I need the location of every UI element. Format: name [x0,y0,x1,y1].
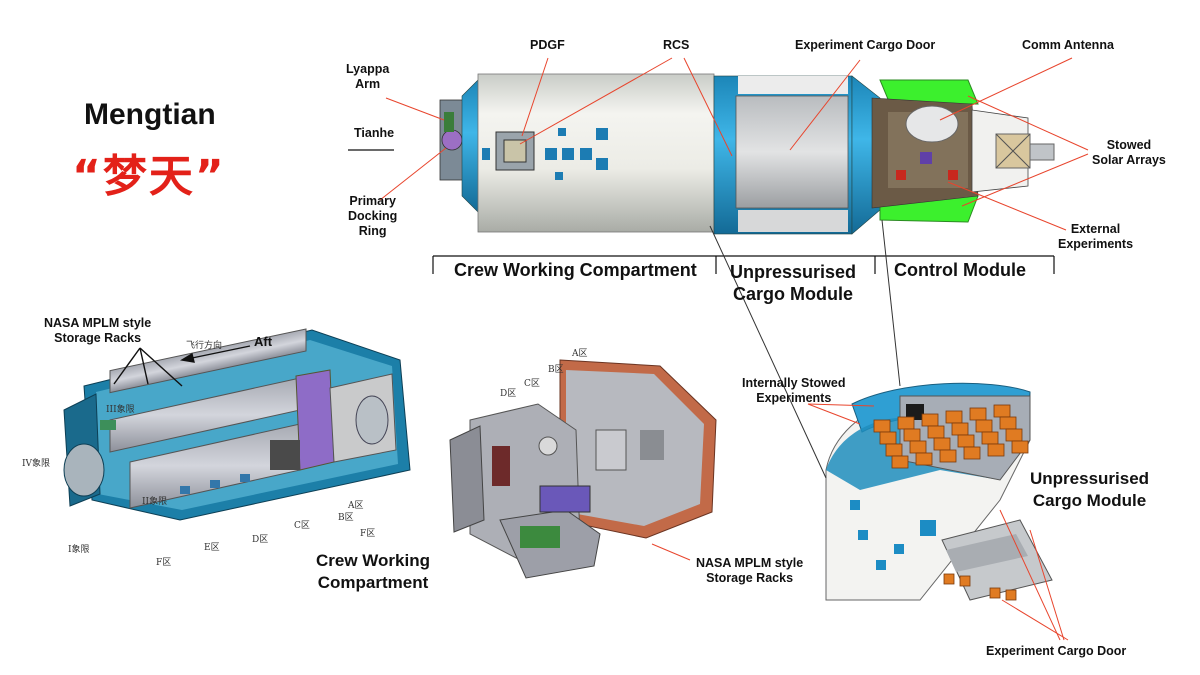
label-quadrant-i: I象限 [68,545,90,555]
experiment-box [921,413,939,427]
label-zone-a-left: A区 [348,501,364,511]
section-crew-working: Crew Working Compartment [454,260,697,280]
experiment-box [897,416,915,430]
cargo-closeup [825,382,1053,601]
label-lyappa-arm: Lyappa Arm [346,62,390,91]
label-tianhe: Tianhe [354,126,395,140]
label-comm-antenna: Comm Antenna [1022,38,1114,52]
experiment-box [963,446,981,460]
label-quadrant-ii: II象限 [142,497,168,507]
label-zone-a-mid: A区 [572,349,588,359]
caption-unpressurised: Unpressurised Cargo Module [1030,469,1150,510]
experiment-box [933,437,951,451]
caption-crew-working: Crew Working Compartment [316,551,430,592]
label-left-racks: NASA MPLM style Storage Racks [44,316,152,345]
experiment-box [987,443,1005,457]
door-legs [943,573,1017,601]
label-quadrant-iii: III象限 [106,405,135,415]
experiment-box [969,407,987,421]
left-arrows [113,345,251,387]
label-aft: Aft [254,334,273,349]
experiment-box [1011,440,1029,454]
experiment-box [879,431,897,445]
label-primary-docking-ring: Primary Docking Ring [348,194,398,238]
experiment-box [939,449,957,463]
experiment-box [903,428,921,442]
label-zone-f-left: F区 [156,558,172,568]
experiment-box [945,410,963,424]
label-zone-b-mid: B区 [548,365,564,375]
middle-leader-lines [651,543,691,561]
exploded-compartment [449,359,717,579]
label-zone-c-mid: C区 [524,379,540,389]
experiment-box [891,455,909,469]
experiment-box [993,404,1011,418]
experiment-box [885,443,903,457]
label-experiment-cargo-door-bottom: Experiment Cargo Door [986,644,1127,658]
experiment-box [951,422,969,436]
experiment-box [975,419,993,433]
label-pdgf: PDGF [530,38,565,52]
label-middle-racks: NASA MPLM style Storage Racks [696,556,804,585]
label-rcs: RCS [663,38,690,52]
label-internally-stowed: Internally Stowed Experiments [742,376,846,405]
top-module-view [439,73,1055,235]
label-zone-b-left: B区 [338,513,354,523]
label-stowed-solar-arrays: Stowed Solar Arrays [1092,138,1166,167]
zoom-lines [709,219,901,479]
experiment-box [909,440,927,454]
label-quadrant-iv: IV象限 [22,459,51,469]
title-english: Mengtian [84,98,216,131]
label-zone-d-mid: D区 [500,389,517,399]
top-leader-lines [379,57,1089,231]
section-unpressurised: Unpressurised Cargo Module [730,262,857,304]
label-external-experiments: External Experiments [1058,222,1134,251]
label-zone-e-left: E区 [204,543,220,553]
label-flight-direction: 飞行方向 [186,341,223,351]
section-bracket [432,255,1055,274]
experiment-box [999,416,1017,430]
right-leader-lines [807,403,1069,641]
experiment-box [1005,428,1023,442]
label-zone-c-left: C区 [294,521,310,531]
experiment-box [915,452,933,466]
label-zone-d-left: D区 [252,535,269,545]
experiment-box [927,425,945,439]
title-chinese: “梦天” [72,151,226,202]
experiment-box [873,419,891,433]
section-control: Control Module [894,260,1026,280]
crew-compartment-cutaway [63,328,411,521]
experiment-box [981,431,999,445]
experiment-box [957,434,975,448]
label-experiment-cargo-door: Experiment Cargo Door [795,38,936,52]
label-zone-f-right: F区 [360,529,376,539]
stowed-experiment-boxes [873,404,1029,469]
